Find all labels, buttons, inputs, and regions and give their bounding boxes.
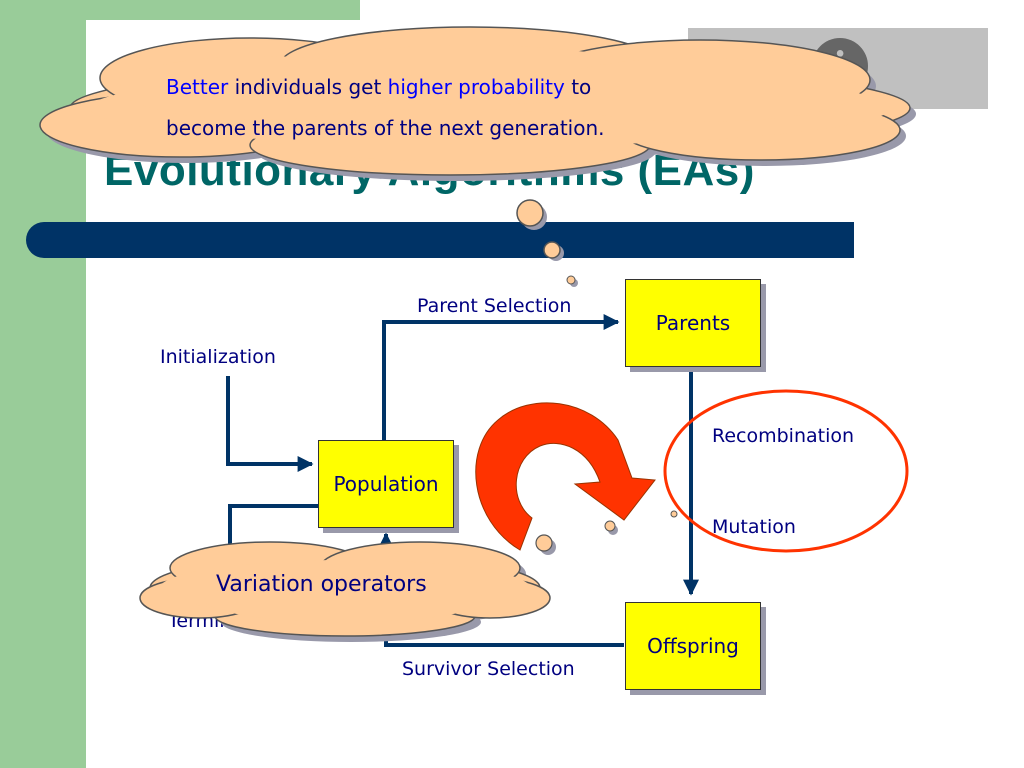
offspring-box: Offspring xyxy=(625,602,761,690)
higher-probability-highlight: higher probability xyxy=(387,75,565,99)
bottom-callout-text: Variation operators xyxy=(216,572,427,597)
initialization-label: Initialization xyxy=(160,346,276,368)
initialization-arrow xyxy=(226,376,314,472)
highlight-ellipse xyxy=(663,389,909,553)
parent-selection-label: Parent Selection xyxy=(417,295,572,317)
circular-arrow-icon xyxy=(475,402,656,551)
top-callout-cloud xyxy=(39,26,916,287)
top-callout-line-2: become the parents of the next generatio… xyxy=(166,116,605,140)
recombination-label: Recombination xyxy=(712,425,855,447)
bottom-callout-cloud xyxy=(139,541,551,642)
mutation-label: Mutation xyxy=(712,516,796,538)
survivor-selection-label: Survivor Selection xyxy=(402,658,575,680)
better-highlight: Better xyxy=(166,75,229,99)
parents-box: Parents xyxy=(625,279,761,367)
parent-selection-arrow xyxy=(382,314,620,440)
population-box: Population xyxy=(318,440,454,528)
top-callout-line-1: Better individuals get higher probabilit… xyxy=(166,75,591,99)
title-bar xyxy=(26,222,854,258)
sidebar-top-decor xyxy=(86,0,360,20)
callout-text-b: to xyxy=(564,75,592,99)
callout-text-a: individuals get xyxy=(228,75,388,99)
